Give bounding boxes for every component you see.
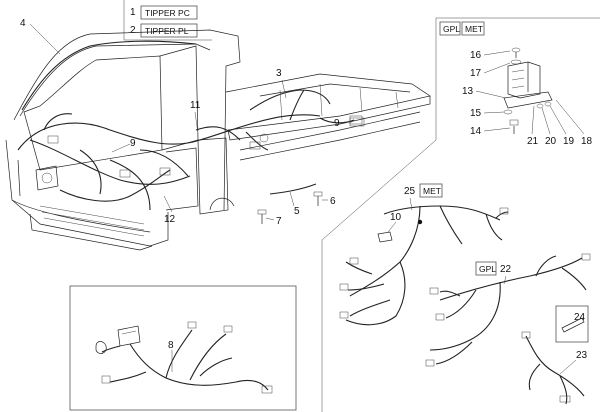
legend-item-2-text: TIPPER PL: [145, 26, 189, 36]
callout-25: 25: [404, 186, 416, 197]
callout-10: 10: [390, 212, 402, 223]
legend: 1 TIPPER PC 2 TIPPER PL: [123, 0, 212, 41]
callout-18: 18: [581, 136, 593, 147]
callout-9-cab: 9: [130, 138, 136, 149]
truck-cab: [5, 29, 241, 251]
tag-gpl-22: GPL: [479, 264, 496, 274]
callout-21: 21: [527, 136, 539, 147]
windshield-harness: [21, 40, 197, 111]
cab-callouts: 4 3 11 9 9 12 5 6 7: [20, 18, 352, 227]
callout-12: 12: [164, 214, 176, 225]
tag-met-25: MET: [423, 186, 441, 196]
cable-5: [269, 183, 317, 195]
gas-harness-panel: 25 MET 10 GPL 22 24 23: [321, 139, 591, 412]
callout-19: 19: [563, 136, 575, 147]
legend-item-1-number: 1: [130, 7, 136, 18]
tag-met-25-box: [419, 183, 443, 198]
callout-16: 16: [470, 50, 482, 61]
gpl-met-detail-panel: GPL MET 16 17 13 15 14 21 20 19 18: [435, 17, 600, 147]
callout-17: 17: [470, 68, 482, 79]
part-24-box: [555, 305, 589, 343]
callout-7: 7: [276, 216, 282, 227]
callout-20: 20: [545, 136, 557, 147]
callout-22: 22: [500, 264, 512, 275]
tag-met: MET: [465, 24, 483, 34]
chassis-frame: [225, 73, 431, 161]
part-8-panel: 8: [69, 285, 297, 411]
callout-9-chassis: 9: [334, 118, 340, 129]
legend-item-1-text: TIPPER PC: [145, 8, 190, 18]
screw-7: [257, 209, 267, 224]
tag-met-box: [461, 21, 485, 36]
callout-3: 3: [276, 68, 282, 79]
legend-item-1-box: [140, 5, 198, 20]
callout-8: 8: [168, 340, 174, 351]
part-8-box: [69, 285, 297, 411]
callout-4: 4: [20, 18, 26, 29]
legend-item-2-number: 2: [130, 25, 136, 36]
tag-gpl: GPL: [443, 24, 460, 34]
callout-15: 15: [470, 108, 482, 119]
roof-harness: [249, 89, 331, 111]
callout-13: 13: [462, 86, 474, 97]
tag-gpl-box: [439, 21, 461, 36]
callout-6: 6: [330, 196, 336, 207]
callout-24: 24: [574, 312, 586, 323]
callout-23: 23: [576, 350, 588, 361]
callout-14: 14: [470, 126, 482, 137]
screw-6: [313, 191, 323, 206]
tag-gpl-22-box: [475, 261, 497, 276]
callout-11: 11: [190, 100, 201, 111]
front-harness: [17, 89, 363, 211]
callout-5: 5: [294, 206, 300, 217]
